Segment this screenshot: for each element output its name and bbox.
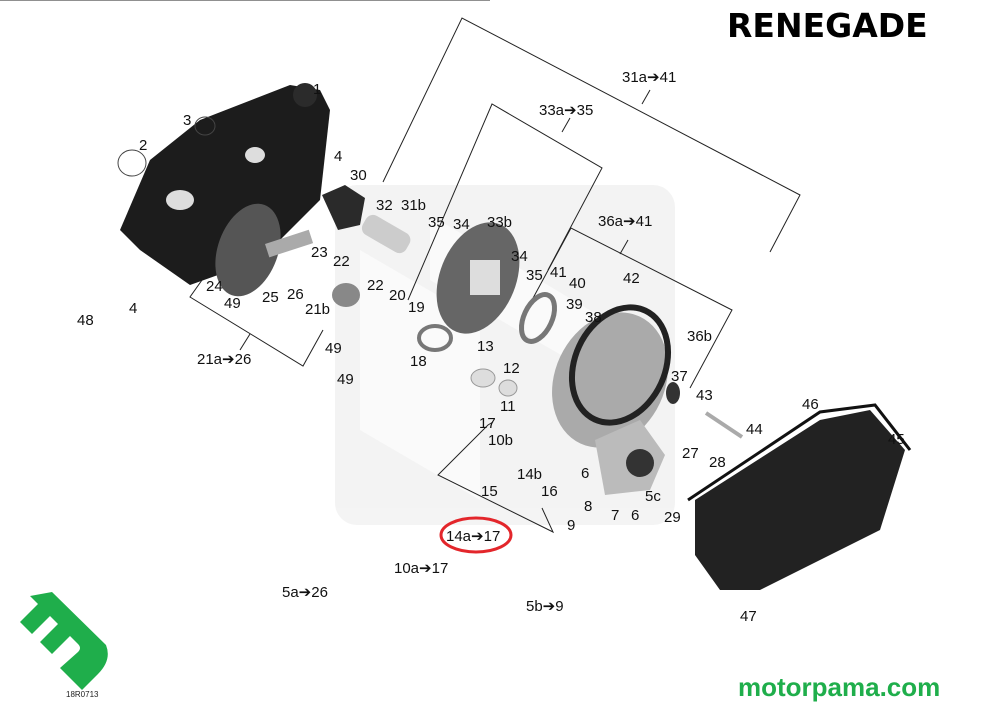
group-label-21a-26: 21a➔26 <box>197 351 251 368</box>
bracket-21a-26 <box>189 272 324 367</box>
highlight-circle <box>439 516 513 554</box>
callout-6: 6 <box>631 507 639 524</box>
callout-49: 49 <box>325 340 342 357</box>
callout-27: 27 <box>682 445 699 462</box>
part-bolt-44 <box>704 411 744 439</box>
callout-19: 19 <box>408 299 425 316</box>
callout-4: 4 <box>129 300 137 317</box>
callout-22: 22 <box>333 253 350 270</box>
callout-21b: 21b <box>305 301 330 318</box>
group-labels: 31a➔41 33a➔35 36a➔41 21a➔26 14a➔17 10a➔1… <box>197 69 676 615</box>
callout-49: 49 <box>337 371 354 388</box>
part-o-ring-3 <box>194 116 216 136</box>
group-label-10a-17: 10a➔17 <box>394 560 448 577</box>
part-fan-30 <box>322 185 365 230</box>
group-label-36a-41: 36a➔41 <box>598 213 652 230</box>
callout-8: 8 <box>584 498 592 515</box>
drawing-code: 18R0713 <box>66 690 99 699</box>
callout-34: 34 <box>453 216 470 233</box>
brand-logo-icon <box>20 592 108 690</box>
part-drive-pulley <box>215 203 314 297</box>
callout-26: 26 <box>287 286 304 303</box>
callout-35: 35 <box>526 267 543 284</box>
group-label-14a-17: 14a➔17 <box>446 528 500 545</box>
part-spring-32 <box>361 214 411 254</box>
website-watermark: motorpama.com <box>738 672 941 702</box>
callout-41: 41 <box>550 264 567 281</box>
callout-20: 20 <box>389 287 406 304</box>
part-sheave-33b <box>436 222 520 334</box>
group-label-5a-26: 5a➔26 <box>282 584 328 601</box>
part-bushing-13 <box>470 368 496 388</box>
callout-48: 48 <box>77 312 94 329</box>
callout-9: 9 <box>567 517 575 534</box>
part-bushing-21b <box>332 283 360 307</box>
callout-10b: 10b <box>488 432 513 449</box>
part-ring-41 <box>518 292 558 344</box>
callout-42: 42 <box>623 270 640 287</box>
callout-31b: 31b <box>401 197 426 214</box>
group-label-33a-35: 33a➔35 <box>539 102 593 119</box>
callout-38: 38 <box>585 309 602 326</box>
callout-34: 34 <box>511 248 528 265</box>
callout-22: 22 <box>367 277 384 294</box>
callout-40: 40 <box>569 275 586 292</box>
callout-33b: 33b <box>487 214 512 231</box>
callout-43: 43 <box>696 387 713 404</box>
part-spring-18 <box>417 324 453 352</box>
callout-29: 29 <box>664 509 681 526</box>
callout-18: 18 <box>410 353 427 370</box>
callout-5c: 5c <box>645 488 661 505</box>
group-label-5b-9: 5b➔9 <box>526 598 564 615</box>
callout-24: 24 <box>206 278 223 295</box>
callout-3: 3 <box>183 112 191 129</box>
callout-7: 7 <box>611 507 619 524</box>
callout-30: 30 <box>350 167 367 184</box>
model-title: RENEGADE <box>727 6 928 45</box>
part-callouts: 1 2 3 4 4 30 32 31b 35 34 33b 34 35 41 4… <box>77 81 905 625</box>
callout-13: 13 <box>477 338 494 355</box>
bracket-36a-41 <box>531 227 733 389</box>
callout-49: 49 <box>224 295 241 312</box>
bracket-14a-17 <box>437 421 555 534</box>
bracket-33a-35 <box>407 103 603 301</box>
group-label-31a-41: 31a➔41 <box>622 69 676 86</box>
callout-36b: 36b <box>687 328 712 345</box>
callout-14b: 14b <box>517 466 542 483</box>
callout-37: 37 <box>671 368 688 385</box>
callout-39: 39 <box>566 296 583 313</box>
callout-11: 11 <box>500 398 516 415</box>
callout-23: 23 <box>311 244 328 261</box>
callout-16: 16 <box>541 483 558 500</box>
callout-15: 15 <box>481 483 498 500</box>
callout-25: 25 <box>262 289 279 306</box>
part-bushing-12 <box>498 379 518 397</box>
callout-45: 45 <box>888 431 905 448</box>
callout-6: 6 <box>581 465 589 482</box>
callout-46: 46 <box>802 396 819 413</box>
callout-1: 1 <box>313 81 321 98</box>
callout-35: 35 <box>428 214 445 231</box>
callout-32: 32 <box>376 197 393 214</box>
callout-17: 17 <box>479 415 496 432</box>
part-bracket-5c <box>595 420 665 495</box>
callout-44: 44 <box>746 421 763 438</box>
part-bearing-37 <box>666 382 680 404</box>
callout-2: 2 <box>139 137 147 154</box>
callout-47: 47 <box>740 608 757 625</box>
bracket-lines <box>0 0 801 534</box>
callout-4: 4 <box>334 148 342 165</box>
callout-12: 12 <box>503 360 520 377</box>
part-driven-pulley <box>552 304 672 448</box>
callout-28: 28 <box>709 454 726 471</box>
part-outer-cover <box>687 403 912 590</box>
bracket-31a-41 <box>382 17 801 253</box>
part-o-ring-2 <box>117 149 147 177</box>
